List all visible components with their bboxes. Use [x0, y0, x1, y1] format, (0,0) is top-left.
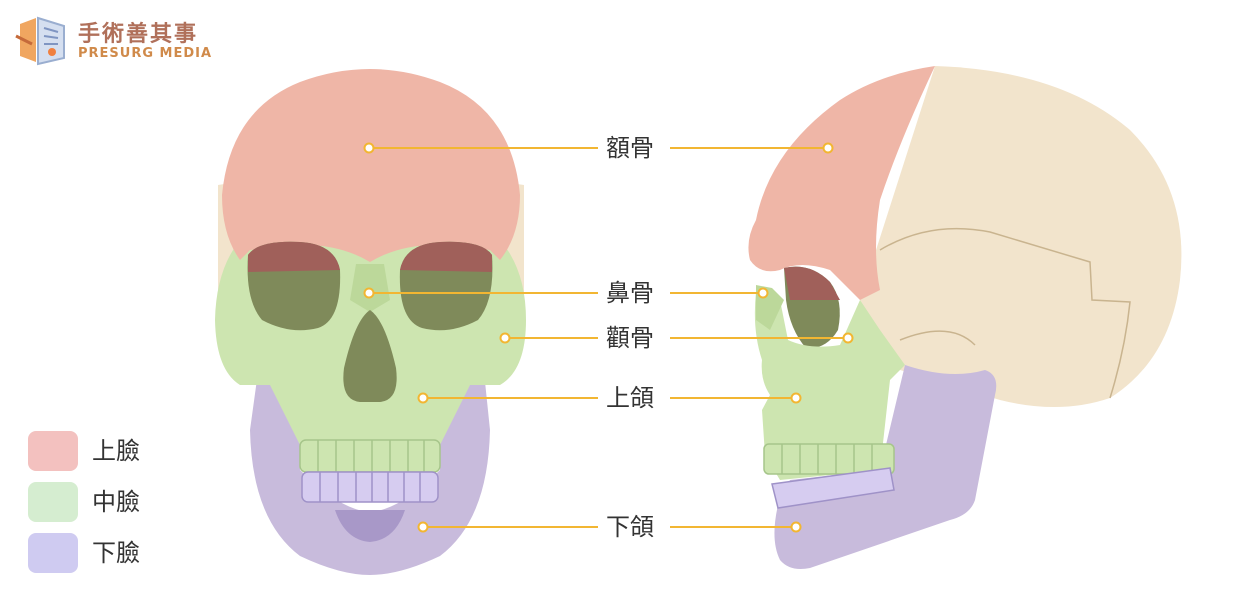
legend-swatch-lower-face — [28, 533, 78, 573]
side-suture-lines — [879, 227, 1131, 399]
front-lower-teeth-lines — [319, 472, 421, 502]
leader-lines — [369, 147, 848, 528]
front-mandible — [250, 372, 490, 575]
front-frontal-bone — [222, 69, 520, 262]
legend-item-lower-face: 下臉 — [28, 533, 188, 573]
side-cranium — [860, 66, 1182, 408]
front-nasal-cavity — [343, 310, 397, 402]
side-midface — [754, 291, 905, 480]
legend-label-mid-face: 中臉 — [92, 488, 140, 516]
brand-logo: 手術善其事 PRESURG MEDIA — [14, 14, 234, 70]
dot-nasal-front — [363, 287, 375, 299]
front-orbit-left-top — [248, 241, 340, 272]
brand-name-en: PRESURG MEDIA — [78, 46, 213, 61]
front-upper-teeth — [299, 439, 441, 473]
side-upper-teeth-lines — [781, 444, 873, 474]
dot-maxilla-side — [790, 392, 802, 404]
legend-swatch-upper-face — [28, 431, 78, 471]
front-lower-teeth — [301, 471, 439, 503]
brand-name-cn: 手術善其事 — [78, 22, 199, 47]
front-skull — [215, 69, 526, 575]
dot-zygomatic-front — [499, 332, 511, 344]
label-frontal-bone: 額骨 — [606, 134, 654, 162]
front-orbit-right-top — [400, 241, 492, 272]
dot-frontal-side — [822, 142, 834, 154]
front-chin-shadow — [335, 510, 405, 542]
label-mandible: 下頜 — [606, 513, 654, 541]
dot-maxilla-front — [417, 392, 429, 404]
legend-item-upper-face: 上臉 — [28, 431, 188, 471]
dot-zygomatic-side — [842, 332, 854, 344]
dot-nasal-side — [757, 287, 769, 299]
label-nasal-bone: 鼻骨 — [606, 279, 654, 307]
side-skull — [748, 66, 1182, 569]
label-zygomatic-bone: 顴骨 — [606, 324, 654, 352]
side-upper-teeth — [763, 443, 895, 475]
dot-frontal-front — [363, 142, 375, 154]
front-upper-teeth-lines — [317, 440, 425, 472]
side-orbit-top — [784, 266, 840, 300]
brand-mark-icon — [15, 16, 65, 66]
legend-swatch-mid-face — [28, 482, 78, 522]
legend-label-lower-face: 下臉 — [92, 539, 140, 567]
dot-mandible-side — [790, 521, 802, 533]
legend-label-upper-face: 上臉 — [92, 437, 140, 465]
legend-item-mid-face: 中臉 — [28, 482, 188, 522]
side-frontal-bone — [748, 66, 935, 300]
side-lower-teeth — [771, 467, 895, 509]
leader-dots — [363, 142, 854, 533]
dot-mandible-front — [417, 521, 429, 533]
label-maxilla: 上頜 — [606, 384, 654, 412]
